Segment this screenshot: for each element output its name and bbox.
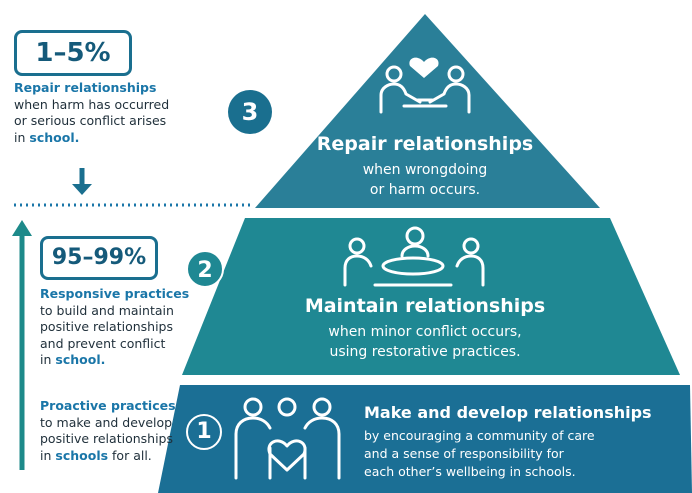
tier3-line2: or harm occurs. [369, 182, 481, 198]
tier3-side-line1: when harm has occurred [14, 96, 170, 112]
tier3-number-badge: 3 [228, 90, 272, 134]
tier1-title: Make and develop relationships [364, 403, 652, 422]
tier1-text: Make and develop relationships by encour… [364, 402, 664, 481]
proactive-tail: for all. [112, 447, 152, 463]
down-arrow-icon [72, 168, 92, 195]
tier3-text: Repair relationships when wrongdoing or … [305, 132, 545, 200]
responsive-practices-description: Responsive practices to build and mainta… [40, 286, 200, 369]
tier3-side-line2: or serious conflict arises [14, 113, 167, 128]
tier3-shape [255, 14, 600, 208]
people-around-table-icon [343, 226, 485, 287]
handshake-heart-icon [379, 57, 471, 114]
tier2-line2: using restorative practices. [329, 344, 521, 360]
tier3-side-description: Repair relationships when harm has occur… [14, 80, 224, 146]
group-heart-icon [234, 397, 341, 480]
proactive-line3: in schools for all. [40, 448, 200, 465]
up-arrow-icon [12, 220, 32, 470]
responsive-line4: in school. [40, 352, 200, 369]
tier2-line1: when minor conflict occurs, [328, 324, 522, 340]
responsive-line1: to build and maintain [40, 302, 174, 318]
tier2-title: Maintain relationships [304, 295, 546, 317]
tier2-shape [182, 218, 680, 375]
proactive-heading: Proactive practices [40, 398, 176, 413]
tier3-title: Repair relationships [316, 133, 534, 155]
tier1-line1: by encouraging a community of care [364, 428, 595, 443]
responsive-in: in [40, 352, 52, 367]
proactive-practices-description: Proactive practices to make and develop … [40, 398, 200, 464]
tier2-percent-box: 95–99% [40, 236, 158, 280]
tier1-line3: each other’s wellbeing in schools. [364, 464, 576, 479]
tier1-line2: and a sense of responsibility for [364, 446, 564, 461]
responsive-school: school. [55, 352, 106, 367]
tier2-text: Maintain relationships when minor confli… [290, 294, 560, 362]
proactive-line1: to make and develop [40, 414, 173, 430]
responsive-line3: and prevent conflict [40, 335, 166, 351]
tier1-number-badge: 1 [186, 414, 222, 450]
tier3-percent-box: 1–5% [14, 30, 132, 76]
proactive-in: in [40, 447, 52, 463]
proactive-line2: positive relationships [40, 431, 173, 446]
tier3-side-line3: in school. [14, 130, 224, 147]
tier3-side-heading: Repair relationships [14, 80, 157, 95]
proactive-schools: schools [55, 447, 109, 463]
tier2-number-badge: 2 [186, 250, 224, 288]
tier3-side-in: in [14, 129, 26, 145]
tier3-line1: when wrongdoing [362, 162, 488, 178]
responsive-line2: positive relationships [40, 319, 173, 334]
responsive-heading: Responsive practices [40, 286, 190, 301]
tier3-side-school: school. [29, 129, 80, 145]
